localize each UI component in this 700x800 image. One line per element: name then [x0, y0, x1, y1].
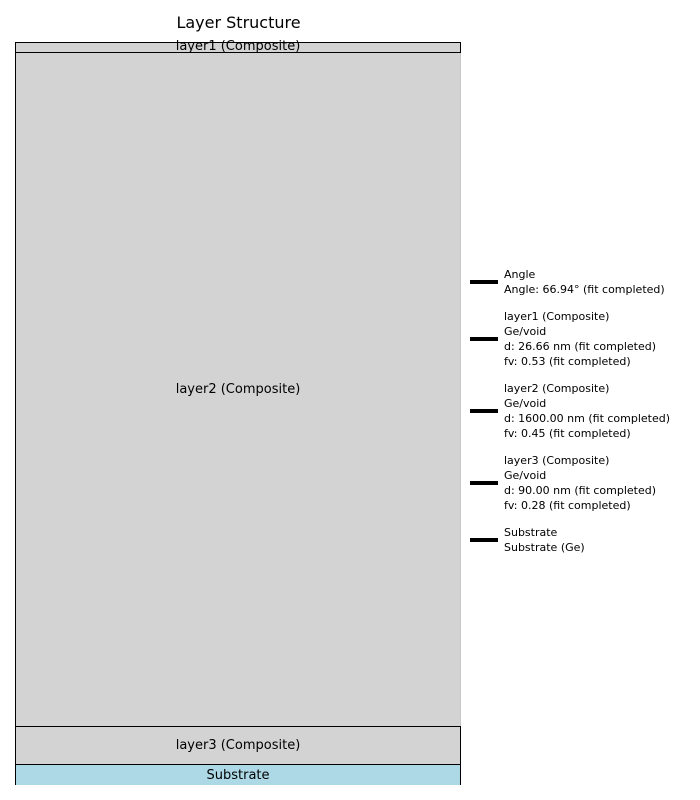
legend-line-swatch: [470, 280, 498, 284]
legend-text: Substrate Substrate (Ge): [504, 525, 585, 555]
layer1-block: layer1 (Composite): [15, 39, 461, 54]
legend-line: d: 1600.00 nm (fit completed): [504, 412, 671, 425]
legend-line-swatch: [470, 337, 498, 341]
legend-line: layer1 (Composite): [504, 310, 610, 323]
legend-line: Substrate: [504, 526, 558, 539]
legend-line: Ge/void: [504, 325, 547, 338]
layer1-label: layer1 (Composite): [175, 39, 301, 54]
legend-line: Angle: 66.94° (fit completed): [504, 283, 665, 296]
legend-line: layer2 (Composite): [504, 382, 610, 395]
substrate-label: Substrate: [206, 767, 270, 783]
layer-stack: layer1 (Composite) layer2 (Composite) la…: [15, 39, 461, 785]
diagram-title: Layer Structure: [176, 13, 301, 32]
legend-line: fv: 0.28 (fit completed): [504, 499, 631, 512]
layer3-label: layer3 (Composite): [175, 738, 301, 753]
legend-line: d: 90.00 nm (fit completed): [504, 484, 657, 497]
legend-line-swatch: [470, 481, 498, 485]
legend-line: Substrate (Ge): [504, 541, 585, 554]
layer2-label: layer2 (Composite): [175, 382, 301, 397]
substrate-block: Substrate: [15, 764, 461, 785]
legend-line-swatch: [470, 538, 498, 542]
legend-line: Ge/void: [504, 397, 547, 410]
legend-line: Angle: [504, 268, 536, 281]
legend-line-swatch: [470, 409, 498, 413]
legend-text: layer1 (Composite) Ge/void d: 26.66 nm (…: [504, 309, 656, 369]
legend-line: Ge/void: [504, 469, 547, 482]
layer2-block: layer2 (Composite): [15, 53, 461, 726]
legend-text: Angle Angle: 66.94° (fit completed): [504, 267, 665, 297]
legend-text: layer3 (Composite) Ge/void d: 90.00 nm (…: [504, 453, 656, 513]
layer3-block: layer3 (Composite): [15, 726, 461, 764]
legend-text: layer2 (Composite) Ge/void d: 1600.00 nm…: [504, 381, 670, 441]
legend-line: layer3 (Composite): [504, 454, 610, 467]
legend-line: fv: 0.53 (fit completed): [504, 355, 631, 368]
legend-line: fv: 0.45 (fit completed): [504, 427, 631, 440]
legend-line: d: 26.66 nm (fit completed): [504, 340, 657, 353]
